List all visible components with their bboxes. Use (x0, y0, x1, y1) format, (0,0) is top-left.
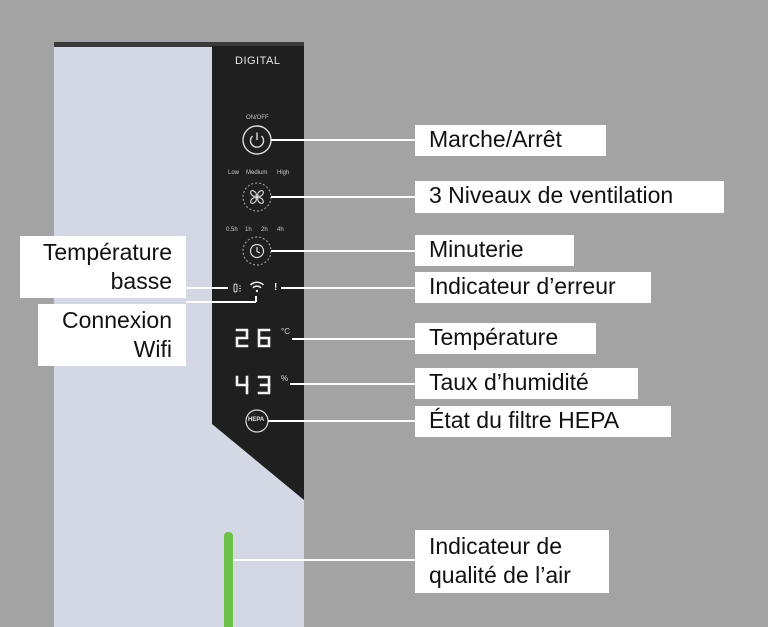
callout-error-text: Indicateur d’erreur (429, 273, 616, 299)
error-icon: ! (274, 282, 278, 293)
wifi-icon (249, 281, 265, 293)
brand-label: DIGITAL (235, 55, 281, 67)
callout-wifi-line1: Connexion (62, 307, 172, 333)
callout-hepa-text: État du filtre HEPA (429, 407, 620, 433)
callout-hepa: État du filtre HEPA (415, 406, 671, 437)
humidity-digits (235, 375, 271, 395)
low-temperature-icon (233, 283, 241, 293)
callout-timer: Minuterie (415, 235, 574, 266)
timer-option-1h: 1h (245, 227, 252, 233)
callout-timer-text: Minuterie (429, 236, 524, 262)
callout-humidity: Taux d’humidité (415, 368, 638, 399)
callout-fan: 3 Niveaux de ventilation (415, 181, 724, 213)
callout-power-text: Marche/Arrêt (429, 126, 562, 152)
temperature-unit: °C (281, 327, 290, 336)
fan-level-low: Low (228, 170, 240, 176)
timer-option-0-5h: 0.5h (226, 227, 238, 233)
air-quality-indicator (224, 532, 233, 627)
hepa-label: HEPA (248, 417, 265, 423)
control-panel (212, 46, 304, 500)
callout-power: Marche/Arrêt (415, 125, 606, 156)
callout-humidity-text: Taux d’humidité (429, 369, 589, 395)
callout-low-temperature-line1: Température (42, 239, 172, 265)
humidity-unit: % (281, 374, 289, 383)
fan-level-medium: Medium (246, 170, 268, 176)
purifier-top-edge (54, 42, 304, 47)
timer-option-2h: 2h (261, 227, 268, 233)
timer-option-4h: 4h (277, 227, 284, 233)
callout-wifi: Connexion Wifi (38, 304, 186, 366)
temperature-digits (235, 328, 271, 348)
callout-air-quality: Indicateur de qualité de l’air (415, 530, 609, 593)
callout-error: Indicateur d’erreur (415, 272, 651, 303)
power-caption: ON/OFF (246, 115, 269, 121)
callout-low-temperature-line2: basse (110, 268, 172, 294)
callout-temperature-text: Température (429, 324, 559, 350)
callout-fan-text: 3 Niveaux de ventilation (429, 182, 674, 208)
callout-low-temperature: Température basse (20, 236, 186, 298)
leader-lines (186, 139, 415, 561)
callout-air-quality-line1: Indicateur de (429, 533, 562, 559)
callout-wifi-line2: Wifi (133, 336, 172, 362)
fan-level-high: High (277, 170, 290, 176)
callout-temperature: Température (415, 323, 596, 354)
callout-air-quality-line2: qualité de l’air (429, 562, 571, 588)
